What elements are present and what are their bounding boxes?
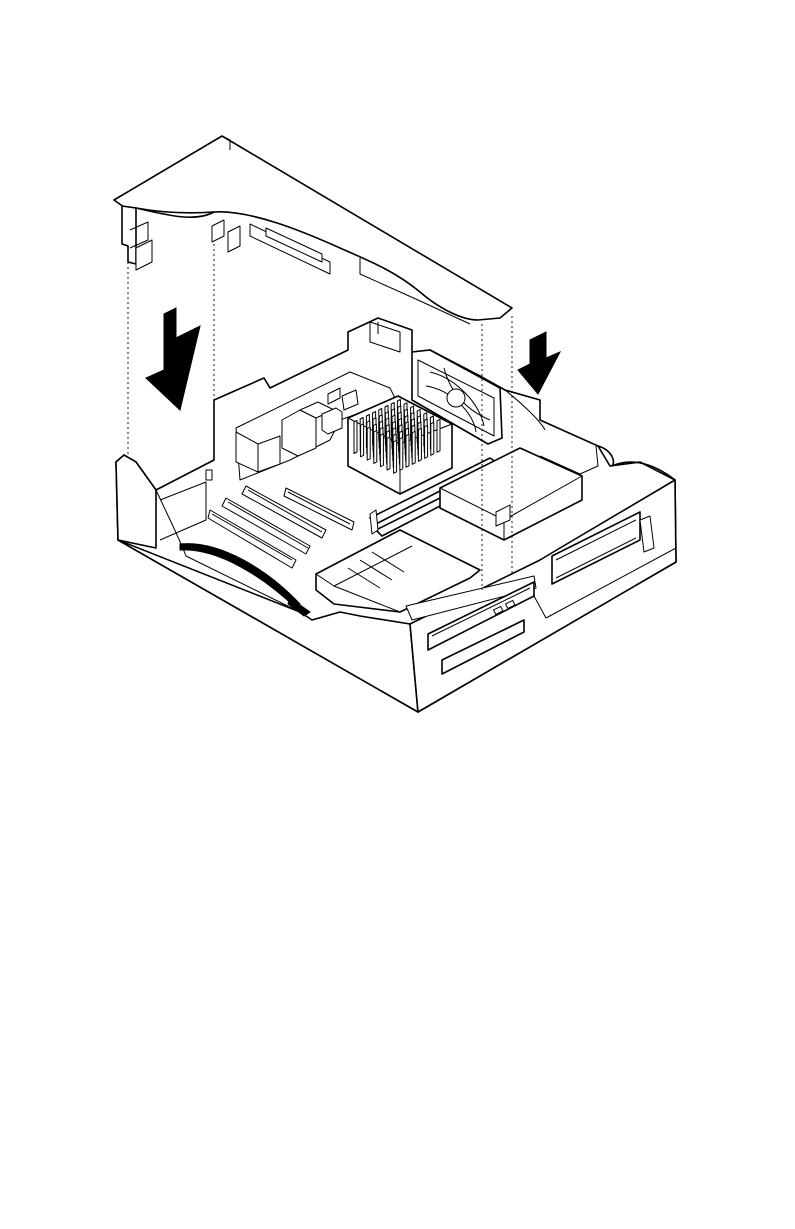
install-arrow-right [518,332,560,394]
heatsink-fin [412,431,415,464]
heatsink-fin [425,425,428,458]
heatsink-fin [418,428,421,461]
heatsink-fin [406,434,409,467]
heatsink-fin [380,434,383,467]
heatsink-fin [374,430,377,463]
heatsink-fin [387,437,390,470]
heatsink-fin [431,422,434,455]
heatsink-fin [437,419,440,452]
heatsink-fin [367,427,370,460]
install-arrow-left [146,308,200,410]
heatsink-fin [361,424,364,457]
computer-chassis [116,318,676,712]
heatsink-fin [394,440,397,473]
heatsink-fin [400,437,403,470]
riser-card-assembly [114,136,512,324]
heatsink-fin [354,421,357,454]
